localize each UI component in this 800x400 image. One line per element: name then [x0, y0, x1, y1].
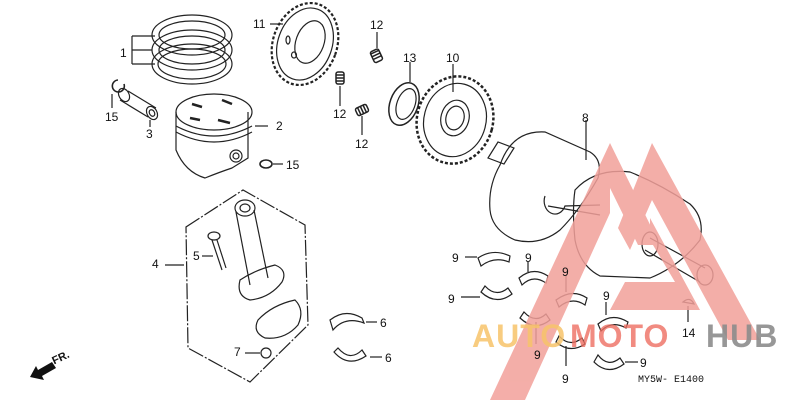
callout-9d: 9 [562, 265, 569, 279]
piston-drawing [175, 93, 253, 179]
watermark-hub: HUB [706, 318, 779, 354]
springs-drawing [335, 48, 384, 117]
callout-14: 14 [682, 326, 696, 340]
callout-10: 10 [446, 51, 460, 65]
starter-driven-gear-drawing [270, 1, 340, 87]
callout-5: 5 [193, 249, 200, 263]
callout-9b: 9 [448, 292, 455, 306]
callout-3: 3 [146, 127, 153, 141]
connecting-rod-drawing [234, 199, 302, 339]
callout-12a: 12 [370, 18, 384, 32]
callout-7: 7 [234, 345, 241, 359]
callout-12c: 12 [355, 137, 369, 151]
piston-pin-drawing [117, 87, 159, 121]
callout-4: 4 [152, 257, 159, 271]
primary-drive-gear-drawing [415, 75, 495, 165]
callout-15a: 15 [105, 110, 119, 124]
callout-6a: 6 [380, 316, 387, 330]
piston-rings-drawing [151, 14, 233, 85]
callout-9a: 9 [452, 251, 459, 265]
watermark-auto: AUTO [472, 318, 567, 354]
callout-12b: 12 [333, 107, 347, 121]
callout-15b: 15 [286, 158, 300, 172]
callout-9f: 9 [534, 348, 541, 362]
watermark-logo-triangles [490, 143, 760, 400]
callout-6b: 6 [385, 351, 392, 365]
watermark-moto: MOTO [570, 318, 670, 354]
callout-9e: 9 [603, 289, 610, 303]
front-direction-arrow [30, 362, 56, 380]
callout-13: 13 [403, 51, 417, 65]
diagram-code: MY5W- E1400 [638, 375, 705, 386]
callout-9g: 9 [562, 372, 569, 386]
callout-11: 11 [253, 17, 266, 31]
callout-8: 8 [582, 111, 589, 125]
callout-2: 2 [276, 119, 283, 133]
callout-9c: 9 [525, 251, 532, 265]
callout-9h: 9 [640, 356, 647, 370]
callout-1: 1 [120, 46, 127, 60]
